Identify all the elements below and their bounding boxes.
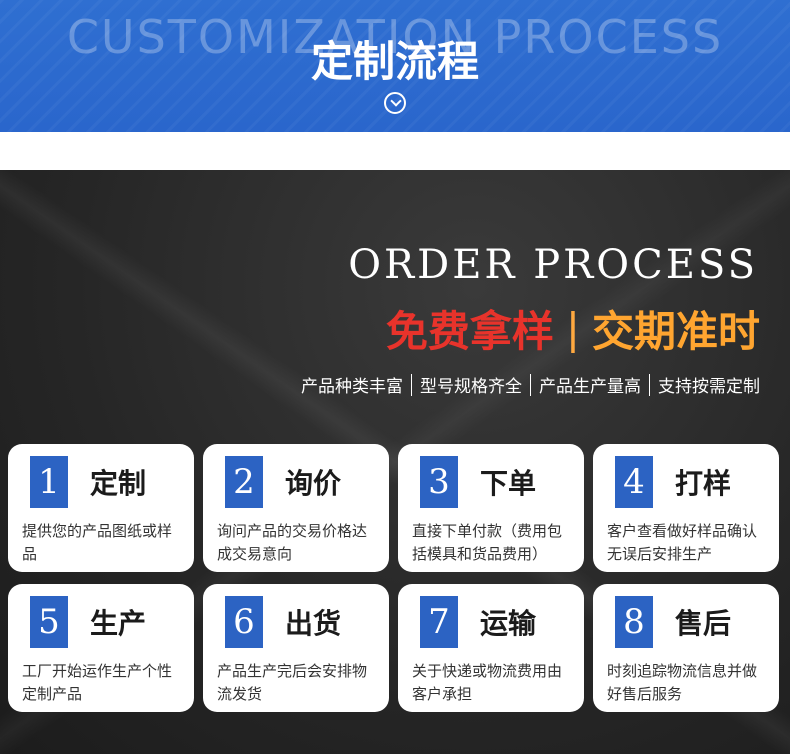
order-process-section: ORDER PROCESS 免费拿样 | 交期准时 产品种类丰富 型号规格齐全 … (0, 170, 790, 754)
step-title: 定制 (90, 467, 147, 500)
feature-tag: 产品生产量高 (539, 377, 641, 397)
step-title: 运输 (480, 607, 537, 640)
step-number: 4 (615, 456, 653, 508)
step-title: 出货 (285, 607, 342, 640)
step-number: 1 (30, 456, 68, 508)
process-steps-grid: 1 定制 提供您的产品图纸或样品 2 询价 询问产品的交易价格达成交易意向 3 … (8, 444, 780, 712)
step-card-customize: 1 定制 提供您的产品图纸或样品 (8, 444, 194, 572)
step-card-after-sales: 8 售后 时刻追踪物流信息并做好售后服务 (593, 584, 779, 712)
tag-divider (530, 373, 531, 396)
banner-background-text: CUSTOMIZATION PROCESS (66, 10, 724, 64)
order-heading-en: ORDER PROCESS (348, 242, 758, 288)
step-description: 关于快递或物流费用由客户承担 (412, 662, 563, 703)
tag-divider (411, 373, 412, 396)
step-description: 工厂开始运作生产个性定制产品 (22, 662, 173, 703)
step-number: 3 (420, 456, 458, 508)
step-card-sample: 4 打样 客户查看做好样品确认无误后安排生产 (593, 444, 779, 572)
free-sample-text: 免费拿样 (385, 307, 554, 356)
step-number: 8 (615, 596, 653, 648)
step-description: 直接下单付款（费用包括模具和货品费用） (412, 522, 563, 563)
step-number: 6 (225, 596, 263, 648)
step-number: 2 (225, 456, 263, 508)
tag-divider (649, 373, 650, 396)
step-title: 打样 (675, 467, 732, 500)
step-description: 询问产品的交易价格达成交易意向 (217, 522, 368, 563)
feature-tag: 型号规格齐全 (420, 377, 522, 397)
step-number: 7 (420, 596, 458, 648)
step-description: 产品生产完后会安排物流发货 (217, 662, 368, 703)
feature-tag: 支持按需定制 (658, 377, 760, 397)
step-title: 生产 (90, 607, 147, 640)
step-card-production: 5 生产 工厂开始运作生产个性定制产品 (8, 584, 194, 712)
step-card-order: 3 下单 直接下单付款（费用包括模具和货品费用） (398, 444, 584, 572)
step-description: 提供您的产品图纸或样品 (22, 522, 173, 563)
on-time-delivery-text: 交期准时 (591, 307, 760, 356)
step-description: 客户查看做好样品确认无误后安排生产 (607, 522, 758, 563)
chevron-down-icon (384, 92, 406, 114)
heading-separator: | (565, 304, 580, 353)
step-card-shipping: 6 出货 产品生产完后会安排物流发货 (203, 584, 389, 712)
step-description: 时刻追踪物流信息并做好售后服务 (607, 662, 758, 703)
step-title: 询价 (285, 467, 342, 500)
step-title: 下单 (480, 467, 537, 500)
order-heading-cn: 免费拿样 | 交期准时 (386, 298, 760, 359)
step-card-transport: 7 运输 关于快递或物流费用由客户承担 (398, 584, 584, 712)
feature-tags: 产品种类丰富 型号规格齐全 产品生产量高 支持按需定制 (301, 372, 760, 397)
step-title: 售后 (675, 607, 732, 640)
banner-title: 定制流程 (310, 37, 479, 86)
feature-tag: 产品种类丰富 (301, 377, 403, 397)
step-card-inquiry: 2 询价 询问产品的交易价格达成交易意向 (203, 444, 389, 572)
divider-space (0, 132, 790, 170)
step-number: 5 (30, 596, 68, 648)
header-banner: CUSTOMIZATION PROCESS 定制流程 (0, 0, 790, 132)
